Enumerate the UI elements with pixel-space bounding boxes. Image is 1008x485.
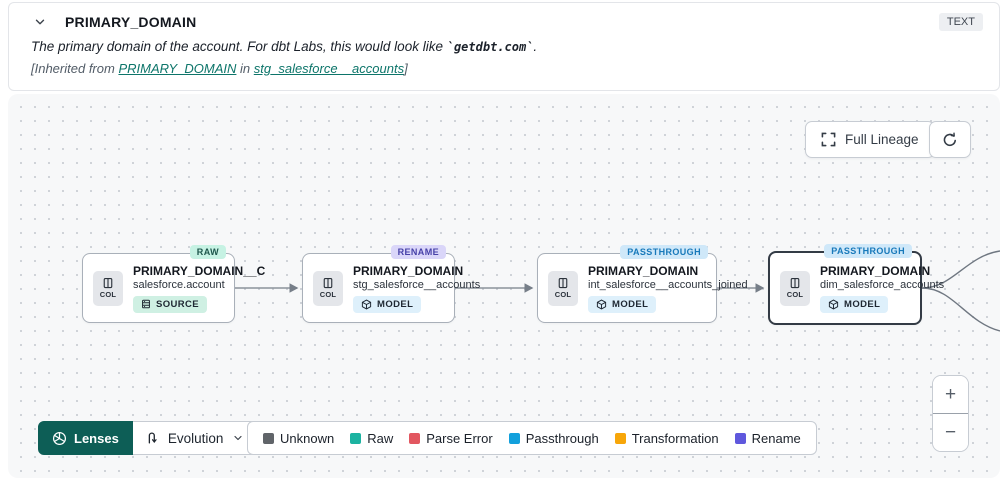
evolution-legend: Unknown Raw Parse Error Passthrough Tran…	[247, 421, 817, 455]
lineage-node-stg-salesforce-accounts[interactable]: RENAME COL PRIMARY_DOMAIN stg_salesforce…	[302, 245, 480, 323]
node-model-name: stg_salesforce__accounts	[353, 278, 481, 291]
legend-item: Rename	[734, 431, 801, 446]
node-model-name: int_salesforce__accounts_joined	[588, 278, 748, 291]
refresh-icon	[942, 132, 958, 148]
legend-swatch	[614, 432, 626, 444]
resource-type-badge: SOURCE	[133, 295, 208, 313]
column-icon	[790, 277, 800, 289]
column-icon	[103, 277, 113, 289]
lens-aperture-icon	[52, 431, 67, 446]
zoom-controls: + −	[932, 375, 969, 452]
inherited-model-link[interactable]: stg_salesforce__accounts	[253, 61, 405, 76]
model-cube-icon	[596, 299, 607, 309]
source-icon	[142, 299, 150, 309]
zoom-out-button[interactable]: −	[933, 413, 968, 451]
resource-type-badge: MODEL	[353, 295, 422, 313]
evolution-badge: RAW	[189, 245, 226, 259]
legend-item: Passthrough	[508, 431, 599, 446]
inherited-from-note: [Inherited from PRIMARY_DOMAIN in stg_sa…	[31, 61, 408, 76]
legend-item: Unknown	[263, 431, 334, 446]
node-column-name: PRIMARY_DOMAIN	[353, 263, 464, 278]
node-model-name: dim_salesforce_accounts	[820, 278, 945, 291]
collapse-chevron-icon[interactable]	[31, 13, 49, 31]
model-cube-icon	[361, 299, 372, 309]
column-title: PRIMARY_DOMAIN	[65, 14, 197, 30]
lenses-button[interactable]: Lenses	[38, 421, 133, 455]
column-details-panel: PRIMARY_DOMAIN TEXT The primary domain o…	[8, 2, 1000, 91]
column-type-badge: TEXT	[938, 13, 983, 31]
node-column-name: PRIMARY_DOMAIN	[588, 263, 699, 278]
node-model-name: salesforce.account	[133, 278, 225, 291]
evolution-route-icon	[145, 431, 159, 445]
code-snippet: `getdbt.com`	[446, 40, 534, 54]
legend-swatch	[734, 432, 746, 444]
legend-item: Parse Error	[409, 431, 493, 446]
lineage-node-salesforce-account[interactable]: RAW COL PRIMARY_DOMAIN__C salesforce.acc…	[82, 245, 265, 323]
lens-selector-dropdown[interactable]: Evolution	[132, 421, 258, 455]
refresh-button[interactable]	[929, 121, 971, 158]
lineage-canvas[interactable]: Full Lineage RAW COL PRIMARY_DOMAIN__C s…	[8, 94, 1000, 478]
legend-swatch	[263, 432, 274, 444]
evolution-badge: RENAME	[390, 245, 446, 259]
column-icon	[558, 277, 568, 289]
chevron-down-icon	[232, 432, 244, 444]
lenses-control-group: Lenses Evolution	[38, 421, 258, 455]
legend-swatch	[409, 432, 421, 444]
legend-item: Raw	[350, 431, 393, 446]
column-chip: COL	[548, 270, 578, 306]
full-lineage-button[interactable]: Full Lineage	[805, 121, 935, 158]
expand-icon	[821, 132, 836, 147]
legend-swatch	[508, 432, 520, 444]
inherited-column-link[interactable]: PRIMARY_DOMAIN	[118, 61, 237, 76]
lineage-node-int-salesforce-accounts-joined[interactable]: PASSTHROUGH COL PRIMARY_DOMAIN int_sales…	[537, 245, 748, 323]
column-icon	[323, 277, 333, 289]
lineage-node-dim-salesforce-accounts[interactable]: PASSTHROUGH COL PRIMARY_DOMAIN dim_sales…	[768, 244, 944, 325]
legend-swatch	[350, 432, 362, 444]
zoom-in-button[interactable]: +	[933, 376, 968, 413]
column-chip: COL	[313, 270, 343, 306]
column-chip: COL	[780, 270, 810, 306]
resource-type-badge: MODEL	[588, 295, 657, 313]
legend-item: Transformation	[614, 431, 719, 446]
node-column-name: PRIMARY_DOMAIN	[820, 263, 931, 278]
column-description: The primary domain of the account. For d…	[31, 39, 538, 54]
evolution-badge: PASSTHROUGH	[620, 245, 708, 259]
column-chip: COL	[93, 270, 123, 306]
evolution-badge: PASSTHROUGH	[824, 244, 912, 258]
node-column-name: PRIMARY_DOMAIN__C	[133, 263, 266, 278]
model-cube-icon	[828, 299, 839, 309]
resource-type-badge: MODEL	[820, 295, 889, 313]
